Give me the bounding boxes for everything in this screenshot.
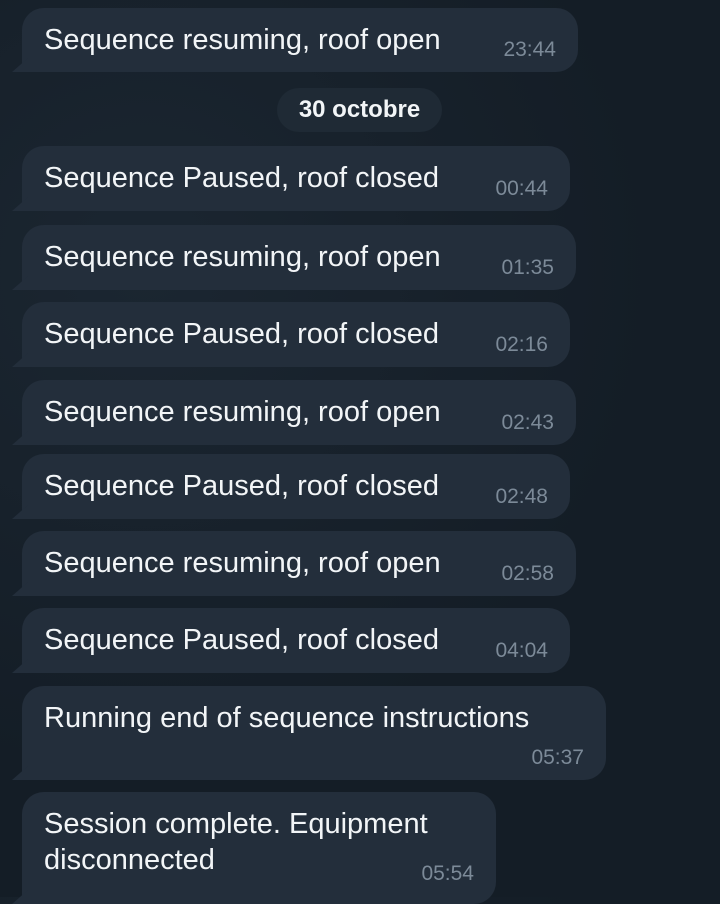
message-time: 23:44 — [503, 38, 556, 61]
message-bubble[interactable]: Session complete. Equipment disconnected… — [22, 792, 496, 904]
message-time: 01:35 — [501, 256, 554, 279]
message-time: 05:54 — [421, 862, 474, 885]
message-text: Sequence resuming, roof open — [44, 396, 441, 428]
message-bubble[interactable]: Sequence Paused, roof closed 02:16 — [22, 302, 570, 367]
message-text: Sequence Paused, roof closed — [44, 470, 439, 502]
message-text: Sequence Paused, roof closed — [44, 162, 439, 194]
message-time: 02:58 — [501, 562, 554, 585]
message-bubble[interactable]: Sequence Paused, roof closed 04:04 — [22, 608, 570, 673]
message-bubble[interactable]: Sequence Paused, roof closed 02:48 — [22, 454, 570, 519]
message-time: 04:04 — [495, 639, 548, 662]
message-time: 05:37 — [531, 746, 584, 769]
message-bubble[interactable]: Running end of sequence instructions 05:… — [22, 686, 606, 780]
message-text: Sequence Paused, roof closed — [44, 624, 439, 656]
message-bubble[interactable]: Sequence resuming, roof open 02:58 — [22, 531, 576, 596]
message-text: Sequence resuming, roof open — [44, 547, 441, 579]
message-text: Sequence Paused, roof closed — [44, 318, 439, 350]
message-time: 02:48 — [495, 485, 548, 508]
message-text: Running end of sequence instructions — [44, 702, 530, 734]
message-bubble[interactable]: Sequence resuming, roof open 23:44 — [22, 8, 578, 72]
date-separator: 30 octobre — [277, 88, 442, 132]
message-text: Sequence resuming, roof open — [44, 241, 441, 273]
message-time: 02:43 — [501, 411, 554, 434]
message-text: Sequence resuming, roof open — [44, 24, 441, 56]
message-text: Session complete. Equipment disconnected — [44, 808, 428, 876]
message-time: 00:44 — [495, 177, 548, 200]
message-bubble[interactable]: Sequence resuming, roof open 02:43 — [22, 380, 576, 445]
message-time: 02:16 — [495, 333, 548, 356]
message-bubble[interactable]: Sequence resuming, roof open 01:35 — [22, 225, 576, 290]
message-bubble[interactable]: Sequence Paused, roof closed 00:44 — [22, 146, 570, 211]
